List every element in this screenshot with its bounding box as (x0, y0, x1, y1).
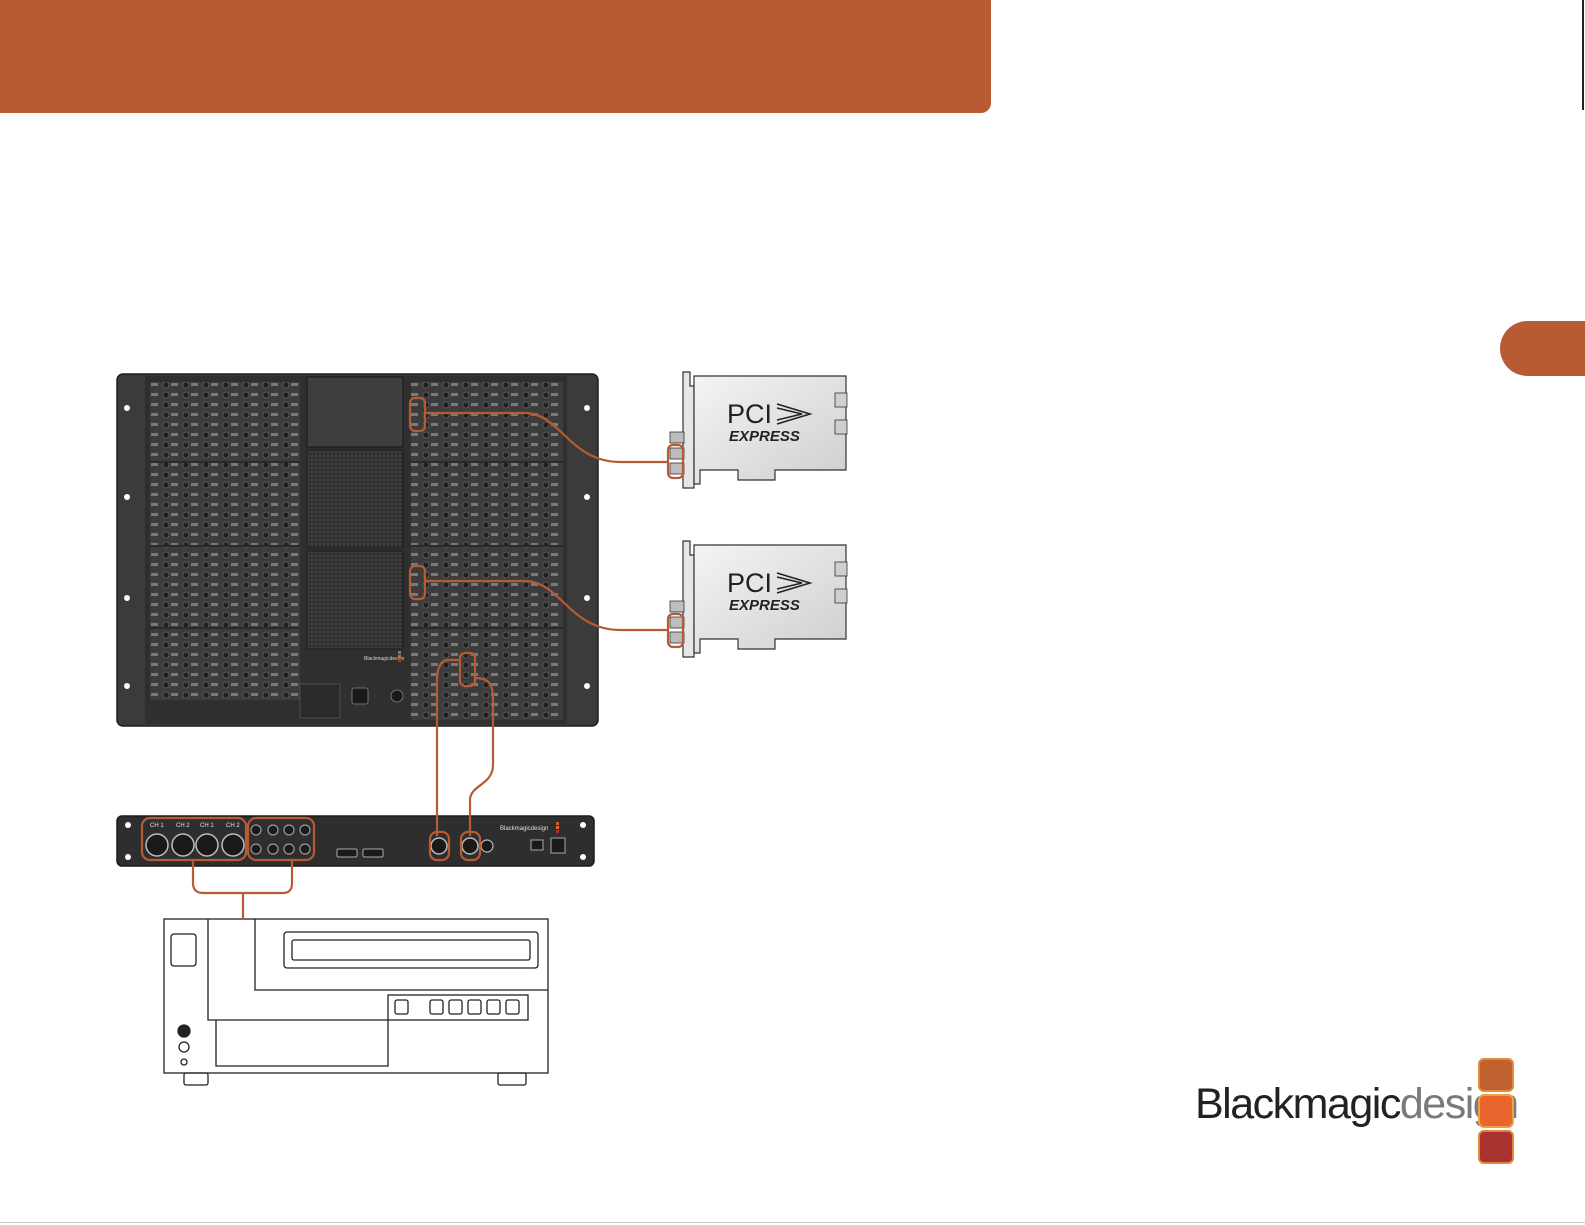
router-ports-left (150, 382, 300, 700)
converter-brand-squares (556, 822, 559, 833)
pcie-card-1-label-bottom: EXPRESS (729, 428, 800, 445)
brand-logo-squares (1478, 1058, 1514, 1162)
logo-square-1 (1478, 1058, 1514, 1092)
brand-logo-text: Blackmagicdesign (1195, 1080, 1518, 1129)
xlr-label-1: CH 1 (150, 823, 164, 829)
sdi-out-bnc (462, 838, 478, 854)
hdmi-in-port (337, 849, 357, 857)
xlr-label-2: CH 2 (176, 823, 190, 829)
pcie-card-2-label-top: PCI (727, 568, 772, 598)
converter-brand: Blackmagicdesign (500, 826, 548, 832)
xlr-label-4: CH 2 (226, 823, 240, 829)
xlr-label-3: CH 1 (200, 823, 214, 829)
pcie-card-1-label-top: PCI (727, 399, 772, 429)
video-deck (164, 919, 548, 1085)
router-brand-squares (398, 651, 401, 662)
usb-port (531, 840, 543, 850)
brand-logo-part1: Blackmagic (1195, 1080, 1400, 1128)
router-grille-1 (307, 450, 403, 548)
router-ports-right (411, 382, 563, 720)
hdmi-out-port (363, 849, 383, 857)
pcie-card-1: PCI EXPRESS (670, 372, 847, 488)
pcie-card-2: PCI EXPRESS (670, 541, 847, 657)
router-power-connector (391, 690, 403, 702)
ref-bnc (481, 840, 493, 852)
logo-square-2 (1478, 1094, 1514, 1128)
router-device: Blackmagicdesign (117, 374, 598, 726)
router-usb-port (352, 688, 368, 704)
router-cover-plate (307, 377, 403, 447)
sdi-in-bnc (431, 838, 447, 854)
router-grille-2 (307, 551, 403, 649)
brand-logo: Blackmagicdesign (1195, 1058, 1515, 1158)
pcie-card-2-label-bottom: EXPRESS (729, 597, 800, 614)
power-port (551, 838, 565, 853)
converter-device: CH 1 CH 2 CH 1 CH 2 Blackmagicdesign (117, 816, 594, 866)
logo-square-3 (1478, 1130, 1514, 1164)
